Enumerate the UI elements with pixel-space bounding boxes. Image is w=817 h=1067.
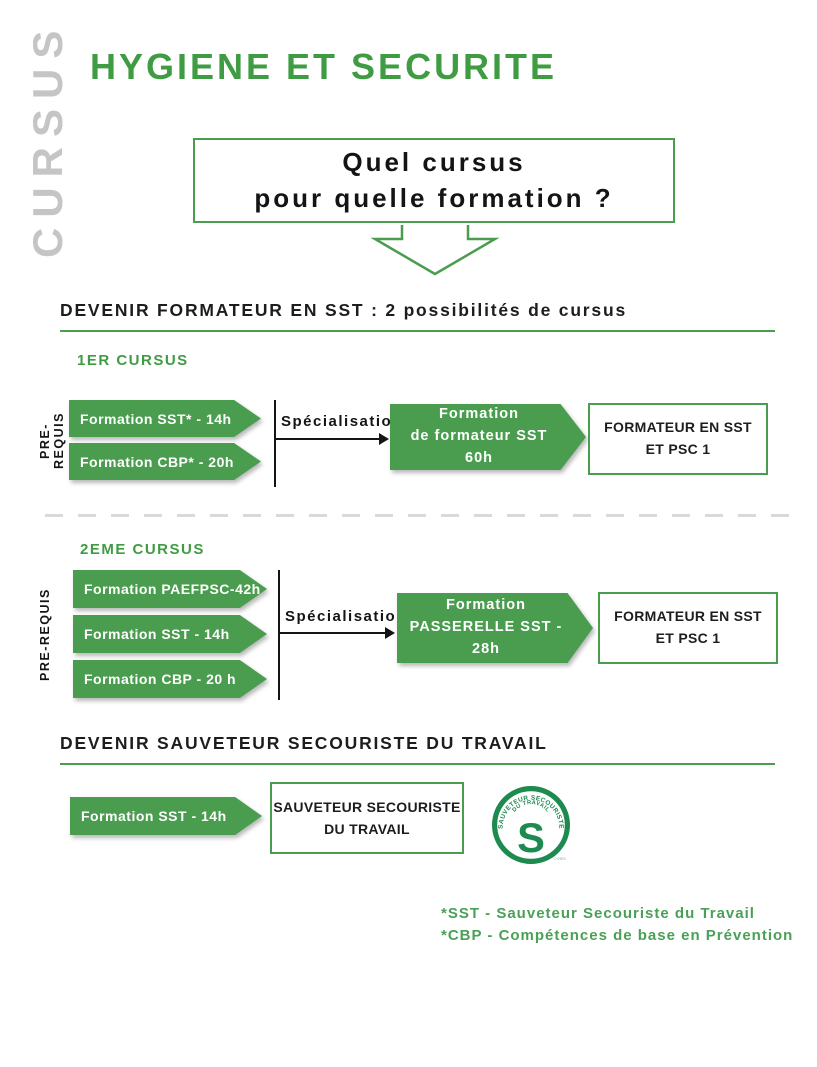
outcome-line1: FORMATEUR EN SST — [614, 608, 762, 625]
outcome-box-2: FORMATEUR EN SST ET PSC 1 — [598, 592, 778, 664]
step-chevron-paefpsc: Formation PAEFPSC-42h — [73, 570, 267, 608]
formation-line3: 28h — [472, 640, 500, 657]
chevron-shape — [73, 570, 267, 608]
chevron-shape — [69, 443, 261, 480]
step-chevron-sst1: Formation SST* - 14h — [69, 400, 261, 437]
formation-line2: de formateur SST — [410, 428, 548, 445]
chevron-shape — [73, 615, 267, 653]
formation-chevron-1: Formation de formateur SST 60h — [390, 404, 586, 470]
formation-label: Formation de formateur SST 60h — [390, 404, 586, 470]
outcome-line2: ET PSC 1 — [645, 441, 711, 457]
chevron-shape — [69, 400, 261, 437]
chevron-shape — [397, 593, 593, 663]
footnote-line2: *CBP - Compétences de base en Prévention — [441, 926, 794, 944]
page-title: HYGIENE ET SECURITE — [90, 46, 558, 87]
chevron-shape — [73, 660, 267, 698]
step-label: Formation CBP - 20 h — [84, 671, 237, 687]
down-arrow-icon — [370, 225, 500, 276]
formation-line3: 60h — [465, 449, 493, 466]
formation-chevron-2: Formation PASSERELLE SST - 28h — [397, 593, 593, 663]
step-label: Formation SST* - 14h — [80, 410, 232, 427]
outcome-line2: ET PSC 1 — [655, 630, 721, 646]
step-label: Formation SST - 14h — [81, 808, 227, 824]
separator-line-2 — [278, 570, 280, 700]
sst-logo: SAUVETEUR SECOURISTE DU TRAVAIL S © INRS — [492, 786, 570, 864]
step-label: Formation CBP* - 20h — [80, 453, 234, 470]
specialisation-arrow-1 — [276, 433, 389, 445]
chevron-shape — [390, 404, 586, 470]
question-line1: Quel cursus — [342, 147, 526, 178]
step-label: Formation PAEFPSC-42h — [84, 581, 261, 597]
cursus2-label: 2EME CURSUS — [80, 541, 205, 558]
formation-label: Formation PASSERELLE SST - 28h — [397, 593, 593, 663]
specialisation-label-2: Spécialisation — [285, 608, 407, 625]
outcome-box-sauveteur: SAUVETEUR SECOURISTE DU TRAVAIL — [270, 782, 464, 854]
logo-credit: © INRS — [554, 857, 567, 861]
footnote-line1: *SST - Sauveteur Secouriste du Travail — [441, 905, 755, 922]
footnotes: *SST - Sauveteur Secouriste du Travail *… — [441, 903, 793, 947]
formation-line1: Formation — [446, 597, 526, 614]
prerequis-label-2: PRE-REQUIS — [38, 588, 52, 682]
outcome-line1: FORMATEUR EN SST — [604, 419, 752, 436]
outcome-line2: DU TRAVAIL — [324, 820, 410, 837]
cursus1-label: 1ER CURSUS — [77, 352, 189, 369]
question-line2: pour quelle formation ? — [254, 182, 614, 213]
logo-s-glyph: S — [517, 814, 545, 861]
formation-line2: PASSERELLE SST - — [409, 619, 563, 636]
step-chevron-sst2: Formation SST - 14h — [73, 615, 267, 653]
cursus-watermark: CURSUS — [24, 20, 71, 258]
dashed-divider — [45, 514, 795, 517]
question-box: Quel cursus pour quelle formation ? — [193, 138, 675, 223]
separator-line-1 — [274, 400, 276, 487]
prerequis-label-1: PRE-REQUIS — [38, 412, 66, 470]
specialisation-arrow-2 — [280, 627, 395, 639]
chevron-shape — [70, 797, 262, 835]
specialisation-label-1: Spécialisation — [281, 413, 403, 430]
outcome-box-1: FORMATEUR EN SST ET PSC 1 — [588, 403, 768, 475]
step-chevron-cbp2: Formation CBP - 20 h — [73, 660, 267, 698]
step-chevron-cbp1: Formation CBP* - 20h — [69, 443, 261, 480]
formation-line1: Formation — [439, 406, 519, 423]
formateur-heading: DEVENIR FORMATEUR EN SST : 2 possibilité… — [60, 300, 775, 332]
outcome-line1: SAUVETEUR SECOURISTE — [273, 799, 461, 815]
step-label: Formation SST - 14h — [84, 626, 230, 642]
sauveteur-heading: DEVENIR SAUVETEUR SECOURISTE DU TRAVAIL — [60, 733, 775, 765]
step-chevron-sst3: Formation SST - 14h — [70, 797, 262, 835]
